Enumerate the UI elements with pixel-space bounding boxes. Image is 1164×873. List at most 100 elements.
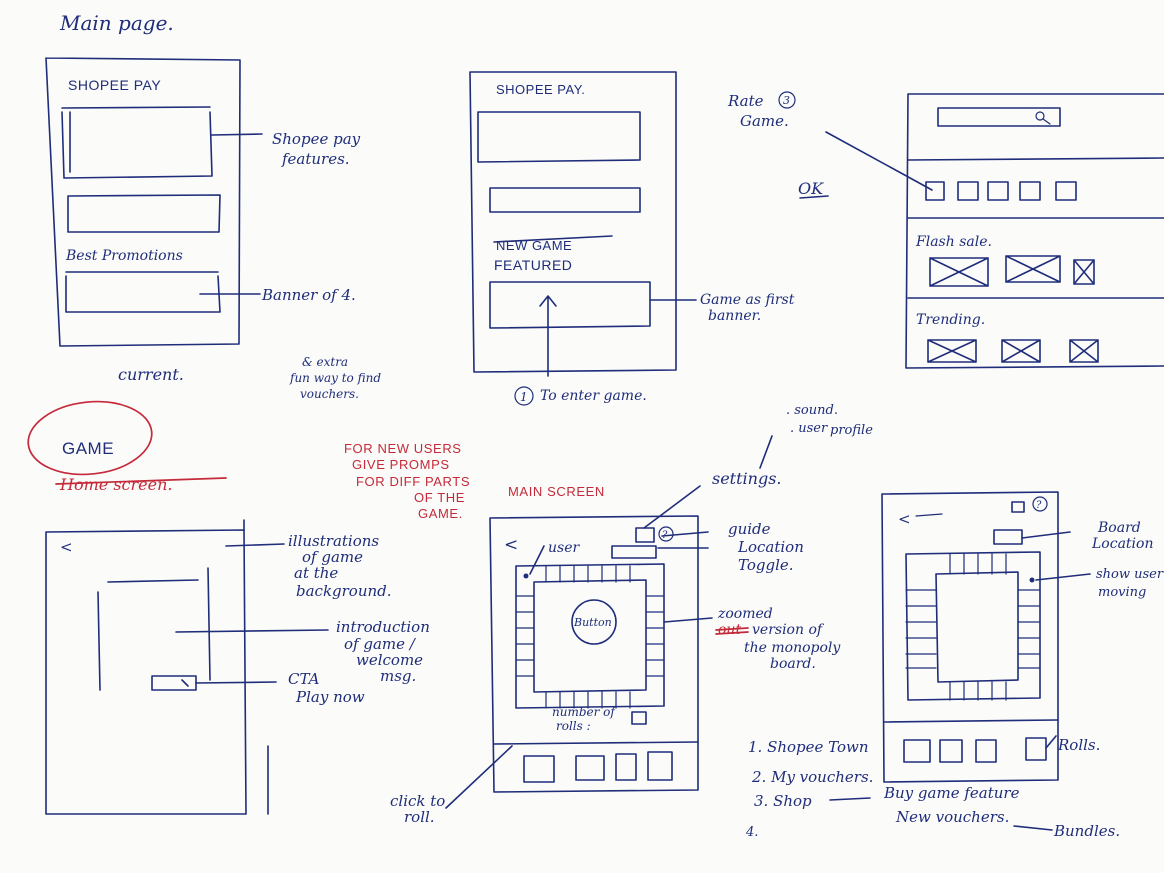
guide-icon[interactable]: [658, 526, 674, 542]
note-user-profile-1: . user: [790, 421, 828, 436]
bottom-nav-divider: [883, 719, 1059, 723]
nav-item-my-vouchers: 2. My vouchers.: [751, 768, 873, 786]
search-box: [937, 107, 1061, 127]
note-location-2: Toggle.: [738, 556, 794, 574]
bottom-nav-divider: [493, 741, 699, 745]
note-sound: . sound.: [786, 403, 838, 418]
label-best-promotions: Best Promotions: [65, 248, 183, 264]
guide-glyph: ?: [1036, 500, 1042, 511]
step-number-1: 1: [520, 390, 528, 404]
note-show-user-moving-1: show user: [1096, 567, 1164, 582]
settings-icon[interactable]: [635, 527, 655, 543]
game-banner-box: [489, 281, 651, 329]
note-rolls: Rolls.: [1057, 736, 1100, 754]
leader-illustrations: [225, 543, 285, 547]
sketch-game-main-screen: MAIN SCREEN < user ? Button number of ro…: [390, 403, 873, 826]
back-icon[interactable]: <: [898, 510, 911, 528]
settings-icon[interactable]: [1011, 501, 1025, 513]
leader-lines: [643, 485, 713, 623]
dash-shop: [829, 797, 871, 801]
page-title-main-page: Main page.: [59, 11, 174, 35]
note-user-profile-2: profile: [830, 423, 873, 438]
section-game-label: GAME Home screen.: [27, 400, 227, 494]
search-icon-handle: [1042, 118, 1051, 125]
label-number-of-rolls-2: rolls :: [556, 719, 591, 733]
leader-cta: [195, 681, 277, 684]
divider-top: [907, 157, 1164, 161]
underline-ok: [799, 195, 829, 199]
note-buy-game-feature: Buy game feature: [883, 784, 1020, 802]
label-featured: FEATURED: [494, 257, 572, 273]
note-introduction-2: of game /: [344, 635, 417, 653]
red-note-line-4: OF THE: [414, 490, 465, 505]
caption-current: current.: [118, 365, 184, 384]
flash-sale-item-3: [1073, 259, 1095, 285]
nav-item-shop: 3. Shop: [754, 792, 812, 810]
label-flash-sale: Flash sale.: [915, 234, 992, 250]
back-icon[interactable]: <: [504, 535, 518, 555]
back-icon[interactable]: <: [60, 538, 73, 556]
frame-overflow-strokes: [243, 519, 269, 815]
flash-sale-item-2: [1005, 255, 1061, 283]
label-new-game-struck: NEW GAME: [496, 238, 572, 253]
trending-item-1: [927, 339, 977, 363]
note-zoomed-4: board.: [770, 656, 816, 672]
note-guide: guide: [728, 520, 771, 538]
nav-item-4-index: 4.: [745, 825, 758, 840]
sketch-game-board-moving: < ? Board Location show user moving Roll…: [881, 491, 1164, 783]
scribble-title: [915, 513, 943, 517]
note-new-vouchers: New vouchers.: [895, 808, 1009, 826]
leader-lines: [1021, 531, 1091, 749]
leader-rate-game: [825, 131, 933, 191]
red-notes-new-users: FOR NEW USERS GIVE PROMPS FOR DIFF PARTS…: [344, 441, 470, 521]
roll-button[interactable]: [571, 599, 617, 645]
sketch-main-page-proposed: SHOPEE PAY. NEW GAME FEATURED Game as fi…: [469, 71, 795, 406]
note-illustrations-2: of game: [302, 548, 363, 566]
label-game: GAME: [62, 439, 114, 458]
note-bundles: Bundles.: [1053, 822, 1120, 840]
label-home-screen-struck: Home screen.: [59, 475, 172, 494]
note-shopee-pay-features-1: Shopee pay: [272, 130, 361, 148]
strike-out: [715, 627, 749, 635]
bottom-nav-icons[interactable]: [903, 737, 1047, 763]
phone-frame: [905, 93, 1164, 369]
strike-home-screen: [55, 477, 227, 485]
strike-new-game: [493, 235, 613, 243]
phone-frame: [45, 529, 247, 815]
trending-item-3: [1069, 339, 1099, 363]
note-rate-game-2: Game.: [740, 112, 789, 130]
note-location-1: Location: [737, 538, 804, 556]
phone-frame: [469, 71, 677, 373]
note-rate-game-number: 3: [783, 94, 790, 107]
location-toggle[interactable]: [611, 545, 657, 559]
bottom-nav-icons[interactable]: [523, 751, 673, 783]
guide-icon[interactable]: [1032, 496, 1048, 512]
note-board-location-1: Board: [1097, 520, 1141, 536]
label-user: user: [548, 540, 580, 556]
cta-play-now-button[interactable]: [151, 675, 197, 691]
roll-button-label: Button: [573, 616, 612, 629]
note-banner-of-4: Banner of 4.: [261, 286, 356, 304]
promo-strip-box: [489, 187, 641, 213]
board-inner: [935, 571, 1019, 683]
label-main-screen: MAIN SCREEN: [508, 484, 605, 499]
red-circle: [27, 400, 153, 476]
note-game-as-first-banner-2: banner.: [708, 308, 761, 324]
note-zoomed-1: zoomed: [717, 606, 773, 622]
sketch-main-page-current: Main page. SHOPEE PAY Best Promotions Sh…: [45, 11, 361, 384]
note-click-to-roll-2: roll.: [404, 808, 435, 826]
promo-strip-box: [67, 194, 221, 233]
board-tiles: [515, 565, 665, 709]
phone-frame: [881, 491, 1059, 783]
leader-user: [529, 545, 545, 575]
trending-item-2: [1001, 339, 1041, 363]
extra-note-line-3: vouchers.: [300, 387, 359, 401]
user-marker: [1029, 577, 1035, 583]
note-game-as-first-banner-1: Game as first: [700, 292, 795, 308]
red-note-line-3: FOR DIFF PARTS: [356, 474, 470, 489]
arrow-to-enter-game: [539, 295, 557, 377]
sketch-main-page-alternate: Rate 3 Game. OK Flash sale. Trending.: [727, 91, 1164, 369]
note-rate-game-1: Rate: [727, 92, 764, 110]
board-tiles: [905, 553, 1041, 701]
